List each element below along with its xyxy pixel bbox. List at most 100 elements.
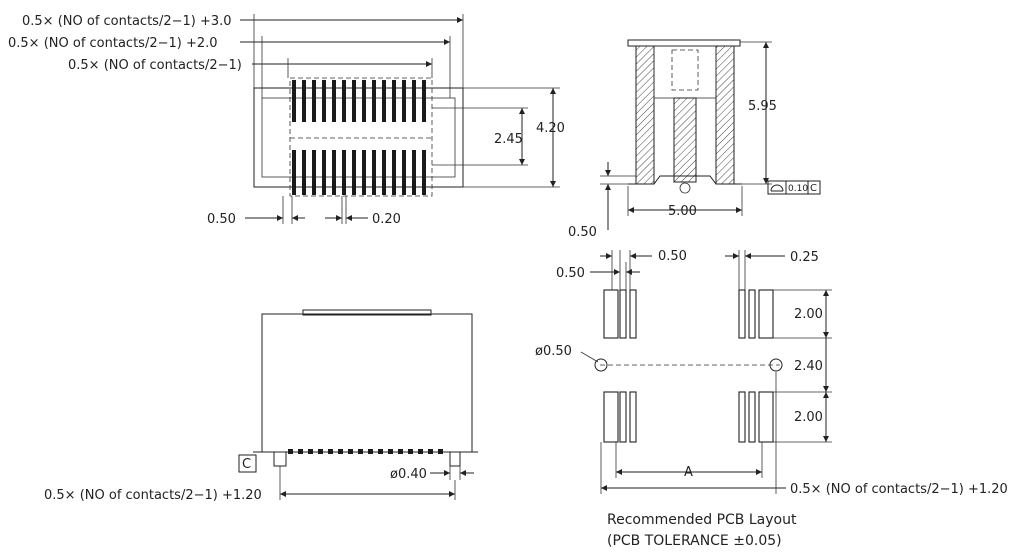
pin bbox=[412, 80, 416, 122]
dim-pitch-plus3-label: 0.5× (NO of contacts/2−1) +3.0 bbox=[22, 14, 232, 29]
left-wall bbox=[635, 45, 655, 185]
dim-pad-gap-label: 0.50 bbox=[658, 249, 687, 264]
pin bbox=[372, 80, 376, 122]
pin bbox=[362, 150, 366, 195]
right-post bbox=[449, 451, 461, 467]
top-ridge bbox=[302, 309, 432, 316]
pin bbox=[342, 150, 346, 195]
pin-foot bbox=[358, 449, 363, 454]
pcb-pad bbox=[738, 391, 746, 443]
dim-standoff-label: 0.50 bbox=[568, 225, 597, 240]
pin bbox=[372, 150, 376, 195]
pin-foot bbox=[378, 449, 383, 454]
pcb-pad bbox=[619, 289, 627, 339]
pcb-pad bbox=[603, 391, 619, 443]
pcb-layout: ø0.50 0.50 0.50 0.25 2.00 2.40 2.00 bbox=[535, 249, 1008, 549]
leader-line bbox=[580, 351, 599, 363]
top-flange bbox=[627, 39, 741, 47]
pcb-pad bbox=[619, 391, 627, 443]
mounting-hole bbox=[769, 358, 783, 372]
dim-pad-width-label: 0.25 bbox=[790, 250, 819, 265]
dim-pad-length-top-label: 2.00 bbox=[794, 307, 823, 322]
pin-foot bbox=[318, 449, 323, 454]
flatness-datum: C bbox=[810, 183, 817, 194]
pin bbox=[302, 150, 306, 195]
top-pin-row bbox=[292, 80, 426, 122]
front-housing bbox=[261, 313, 473, 453]
pin-foot bbox=[398, 449, 403, 454]
pin bbox=[322, 80, 326, 122]
pin bbox=[312, 80, 316, 122]
top-view: 0.5× (NO of contacts/2−1) +3.0 0.5× (NO … bbox=[8, 14, 565, 227]
dim-overall-label: 0.5× (NO of contacts/2−1) +1.20 bbox=[790, 482, 1008, 497]
pin bbox=[312, 150, 316, 195]
pin-foot bbox=[418, 449, 423, 454]
dim-pin-pitch-label: 0.50 bbox=[207, 212, 236, 227]
pin bbox=[332, 80, 336, 122]
pin-foot bbox=[328, 449, 333, 454]
pin-foot bbox=[338, 449, 343, 454]
dim-pitch-plus2-label: 0.5× (NO of contacts/2−1) +2.0 bbox=[8, 36, 218, 51]
base-line bbox=[628, 175, 742, 185]
pin bbox=[382, 150, 386, 195]
dim-post-span-label: 0.5× (NO of contacts/2−1) +1.20 bbox=[44, 488, 262, 503]
pin bbox=[342, 80, 346, 122]
profile-icon bbox=[770, 184, 784, 192]
cavity bbox=[653, 45, 717, 99]
dim-height-label: 5.95 bbox=[748, 99, 777, 114]
contact-hidden bbox=[671, 49, 699, 91]
dim-row-spacing-label: 2.40 bbox=[794, 359, 823, 374]
pin bbox=[292, 80, 296, 122]
pin bbox=[362, 80, 366, 122]
pin-foot bbox=[288, 449, 293, 454]
housing-outline bbox=[253, 87, 464, 188]
bottom-pin-row bbox=[292, 150, 426, 195]
flatness-frame bbox=[767, 180, 821, 195]
dim-outer-height-label: 4.20 bbox=[536, 121, 565, 136]
datum-label: C bbox=[242, 457, 251, 472]
dim-hole-diameter-label: ø0.50 bbox=[535, 344, 572, 359]
pcb-pad bbox=[629, 289, 637, 339]
dim-pitch-label: 0.5× (NO of contacts/2−1) bbox=[68, 58, 242, 73]
pcb-pad bbox=[603, 289, 619, 339]
datum-box bbox=[238, 454, 257, 473]
pin bbox=[352, 80, 356, 122]
side-view: 5.95 0.10 C 5.00 0.50 bbox=[568, 39, 821, 240]
pin-foot bbox=[388, 449, 393, 454]
pcb-pad bbox=[738, 289, 746, 339]
pcb-pad bbox=[629, 391, 637, 443]
center-post bbox=[673, 97, 697, 183]
pin-foot bbox=[428, 449, 433, 454]
front-pin-row bbox=[288, 449, 443, 454]
pin-foot bbox=[298, 449, 303, 454]
pcb-caption-tolerance: (PCB TOLERANCE ±0.05) bbox=[607, 533, 782, 549]
dim-pad-length-bottom-label: 2.00 bbox=[794, 410, 823, 425]
pin bbox=[382, 80, 386, 122]
pin-foot bbox=[368, 449, 373, 454]
pcb-caption-title: Recommended PCB Layout bbox=[607, 512, 797, 528]
pin bbox=[402, 80, 406, 122]
pin bbox=[422, 80, 426, 122]
right-wall bbox=[715, 45, 735, 185]
pin-foot bbox=[308, 449, 313, 454]
pin bbox=[292, 150, 296, 195]
dim-inner-height-label: 2.45 bbox=[494, 132, 523, 147]
dim-pin-width-label: 0.20 bbox=[372, 212, 401, 227]
dim-a-label: A bbox=[684, 465, 693, 480]
pin bbox=[332, 150, 336, 195]
right-pad-group bbox=[738, 289, 774, 443]
left-post bbox=[273, 451, 287, 467]
flatness-tolerance: 0.10 bbox=[788, 184, 808, 194]
pin bbox=[302, 80, 306, 122]
pcb-pad bbox=[748, 391, 756, 443]
pcb-pad bbox=[748, 289, 756, 339]
dim-post-diameter-label: ø0.40 bbox=[390, 467, 427, 482]
locating-post bbox=[679, 182, 691, 194]
pin-foot bbox=[438, 449, 443, 454]
front-view: C ø0.40 0.5× (NO of contacts/2−1) +1.20 bbox=[44, 309, 478, 503]
housing-inner bbox=[261, 97, 456, 178]
pin bbox=[352, 150, 356, 195]
pin bbox=[402, 150, 406, 195]
dim-pad-pitch-label: 0.50 bbox=[556, 266, 585, 281]
